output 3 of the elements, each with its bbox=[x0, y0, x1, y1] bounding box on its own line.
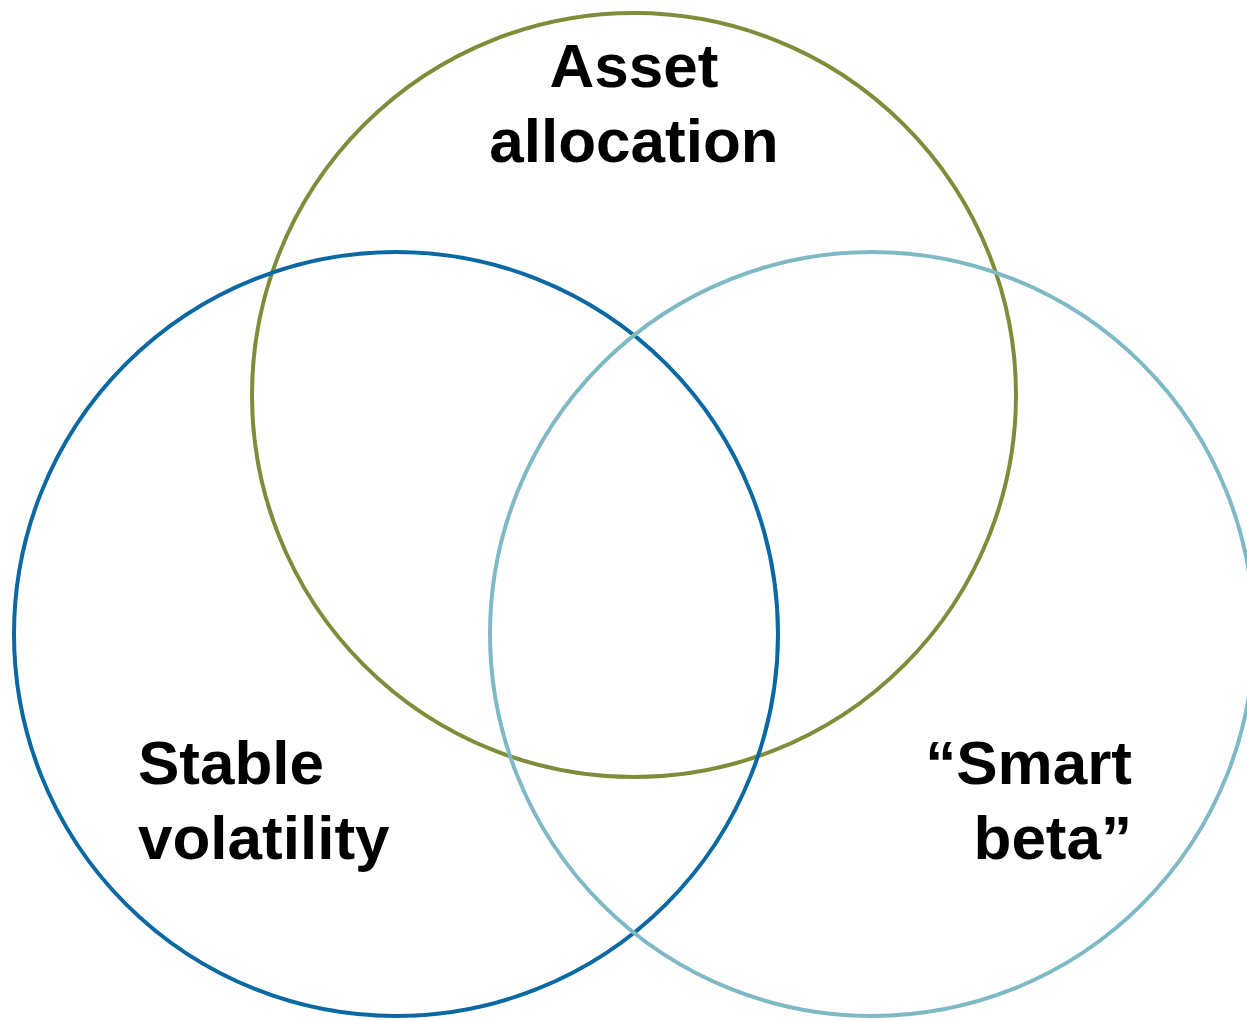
set-label: Stable volatility bbox=[138, 727, 391, 874]
set-label: “Smart beta” bbox=[924, 727, 1132, 874]
set-label: Asset allocation bbox=[488, 30, 780, 177]
